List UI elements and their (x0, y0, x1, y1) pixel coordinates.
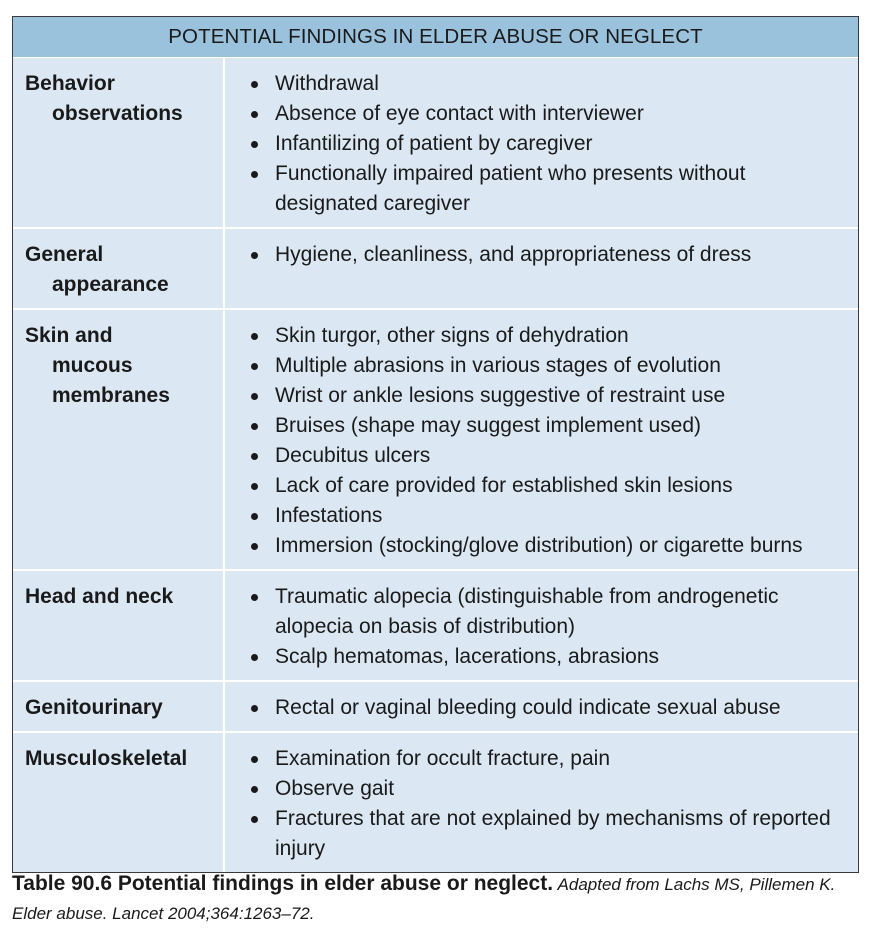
table-row: Head and neck Traumatic alopecia (distin… (13, 571, 858, 682)
list-item: Immersion (stocking/glove distribution) … (241, 531, 848, 561)
row-category: Behavior observations (13, 58, 225, 227)
category-line: General (25, 243, 104, 266)
row-category: Head and neck (13, 571, 225, 680)
list-item: Functionally impaired patient who presen… (241, 159, 848, 219)
findings-list: Examination for occult fracture, pain Ob… (225, 733, 858, 872)
table-caption: Table 90.6 Potential findings in elder a… (12, 870, 862, 929)
list-item: Absence of eye contact with interviewer (241, 99, 848, 129)
table-row: General appearance Hygiene, cleanliness,… (13, 229, 858, 310)
category-line: Head and neck (25, 585, 174, 608)
row-category: Genitourinary (13, 682, 225, 731)
row-category: Skin and mucous membranes (13, 310, 225, 569)
list-item: Multiple abrasions in various stages of … (241, 351, 848, 381)
row-category: Musculoskeletal (13, 733, 225, 872)
list-item: Infantilizing of patient by caregiver (241, 129, 848, 159)
category-line: membranes (52, 384, 170, 407)
category-line: Genitourinary (25, 696, 163, 719)
list-item: Skin turgor, other signs of dehydration (241, 321, 848, 351)
table-title: POTENTIAL FINDINGS IN ELDER ABUSE OR NEG… (13, 17, 858, 58)
caption-title: Table 90.6 Potential findings in elder a… (12, 872, 554, 895)
findings-list: Skin turgor, other signs of dehydration … (225, 310, 858, 569)
list-item: Hygiene, cleanliness, and appropriatenes… (241, 240, 848, 270)
table-row: Skin and mucous membranes Skin turgor, o… (13, 310, 858, 571)
list-item: Scalp hematomas, lacerations, abrasions (241, 642, 848, 672)
findings-list: Withdrawal Absence of eye contact with i… (225, 58, 858, 227)
list-item: Bruises (shape may suggest implement use… (241, 411, 848, 441)
category-line: observations (52, 102, 183, 125)
list-item: Fractures that are not explained by mech… (241, 804, 848, 864)
list-item: Examination for occult fracture, pain (241, 744, 848, 774)
category-line: appearance (52, 273, 169, 296)
list-item: Observe gait (241, 774, 848, 804)
list-item: Lack of care provided for established sk… (241, 471, 848, 501)
caption-source: Adapted from Lachs MS, Pillemen K. Elder… (12, 875, 836, 923)
table-row: Genitourinary Rectal or vaginal bleeding… (13, 682, 858, 733)
category-line: Skin and (25, 324, 113, 347)
list-item: Rectal or vaginal bleeding could indicat… (241, 693, 848, 723)
findings-list: Rectal or vaginal bleeding could indicat… (225, 682, 858, 731)
findings-table: POTENTIAL FINDINGS IN ELDER ABUSE OR NEG… (12, 16, 859, 873)
list-item: Wrist or ankle lesions suggestive of res… (241, 381, 848, 411)
category-line: mucous (52, 354, 133, 377)
list-item: Traumatic alopecia (distinguishable from… (241, 582, 848, 642)
list-item: Decubitus ulcers (241, 441, 848, 471)
category-line: Musculoskeletal (25, 747, 188, 770)
list-item: Withdrawal (241, 69, 848, 99)
findings-list: Hygiene, cleanliness, and appropriatenes… (225, 229, 858, 308)
table-row: Musculoskeletal Examination for occult f… (13, 733, 858, 872)
row-category: General appearance (13, 229, 225, 308)
table-row: Behavior observations Withdrawal Absence… (13, 58, 858, 229)
category-line: Behavior (25, 72, 115, 95)
findings-list: Traumatic alopecia (distinguishable from… (225, 571, 858, 680)
list-item: Infestations (241, 501, 848, 531)
